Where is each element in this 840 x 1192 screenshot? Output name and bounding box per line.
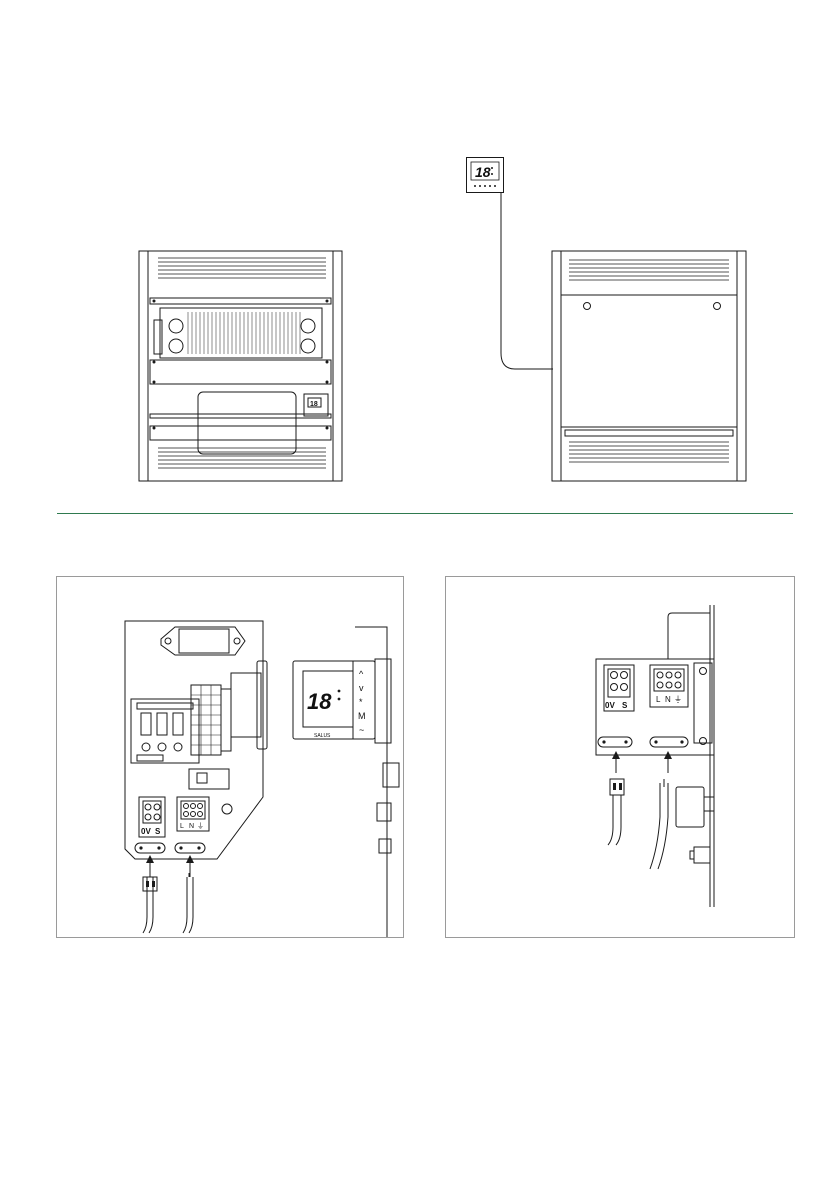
bottom-grille — [158, 448, 326, 468]
unit-front-open-view: 18 — [138, 250, 343, 482]
terminal-label-s: S — [155, 827, 161, 836]
terminal-label-n: N — [189, 823, 194, 830]
heat-exchanger-coil — [160, 308, 322, 358]
terminal-label-n: N — [665, 695, 671, 704]
unit-front-open-drawing: 18 — [138, 250, 343, 482]
cover-screw-right — [714, 303, 721, 310]
terminal-box-drawing: 0V S L N ⏚ — [446, 577, 794, 937]
section-divider — [57, 513, 793, 514]
remote-display-digits: 18 — [475, 164, 491, 180]
controller-digits: 18 — [307, 689, 332, 714]
terminal-label-earth: ⏚ — [197, 822, 204, 830]
controller-button-down: v — [359, 683, 364, 693]
terminal-label-earth: ⏚ — [674, 695, 682, 704]
cover-screw-left — [584, 303, 591, 310]
connector-terminal-grid — [191, 685, 221, 755]
terminal-label-s: S — [622, 701, 628, 710]
controller-button-up: ^ — [359, 669, 364, 679]
terminal-label-l: L — [180, 823, 184, 830]
top-grille — [158, 258, 326, 278]
controller-button-snowflake: * — [359, 697, 363, 707]
small-relay — [189, 769, 229, 789]
controller-button-fan: ~ — [359, 725, 364, 735]
remote-display: 18 — [466, 157, 504, 193]
unit-display-digits: 18 — [310, 401, 318, 408]
remote-cable — [495, 193, 555, 373]
controller-button-mode: M — [358, 711, 366, 721]
terminal-label-l: L — [656, 695, 661, 704]
control-board-drawing: 0V S L N ⏚ 18 ^ v * M ~ SALUS — [57, 577, 403, 937]
unit-front-closed-view — [551, 250, 747, 482]
fan-housing — [198, 392, 296, 454]
unit-front-closed-drawing — [551, 250, 747, 482]
transformer — [161, 627, 245, 655]
wiring-panel-right: 0V S L N ⏚ — [445, 576, 795, 938]
terminal-label-0v: 0V — [605, 701, 615, 710]
front-cover — [561, 295, 737, 427]
controller-brand-logo: SALUS — [314, 733, 331, 739]
terminal-label-0v: 0V — [141, 827, 151, 836]
wiring-panel-left: 0V S L N ⏚ 18 ^ v * M ~ SALUS — [56, 576, 404, 938]
